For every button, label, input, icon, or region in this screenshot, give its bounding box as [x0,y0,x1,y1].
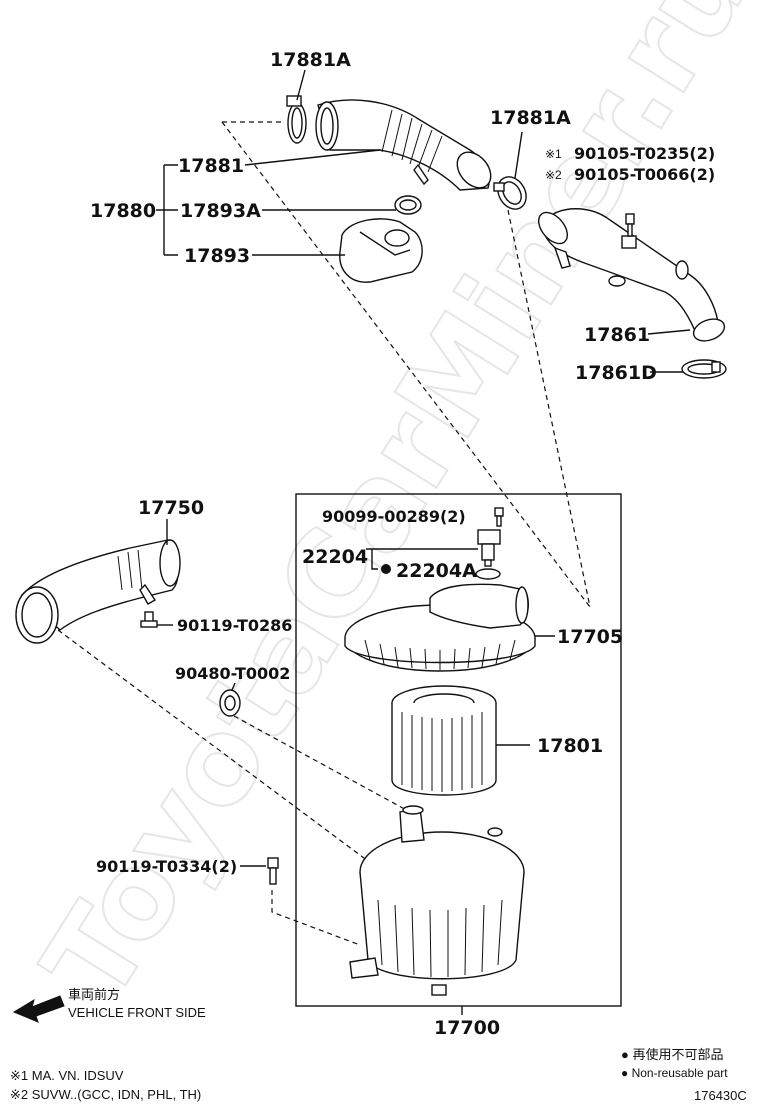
label-90119-T0334: 90119-T0334(2) [96,857,237,876]
label-17881A-top: 17881A [270,49,351,71]
inlet-17750 [15,539,181,644]
bolt-90105 [625,213,635,237]
label-17881: 17881 [178,155,244,177]
diagram-code: 176430C [694,1088,747,1103]
resonator-17893 [339,218,423,283]
bolt-90119-T0286 [140,611,158,628]
air-cleaner-frame [295,493,622,1007]
footnote-2: ※2 SUVW..(GCC, IDN, PHL, TH) [10,1087,201,1102]
label-17705: 17705 [557,626,623,648]
label-17881A-right: 17881A [490,107,571,129]
label-17801: 17801 [537,735,603,757]
hose-to-case-dashed-left [221,121,591,608]
label-90105-T0066: 90105-T0066(2) [574,165,715,184]
legend-nonreusable-en: ● Non-reusable part [621,1066,728,1080]
bracket-22204 [366,548,478,570]
label-90099-00289: 90099-00289(2) [322,507,466,526]
label-90119-T0286: 90119-T0286 [177,616,292,635]
label-17893: 17893 [184,245,250,267]
label-17861D: 17861D [575,362,657,384]
label-90105-T0235: 90105-T0235(2) [574,144,715,163]
inlet-to-case-dashed-2 [233,715,411,813]
label-17861: 17861 [584,324,650,346]
grommet-90480-T0002 [219,689,241,717]
oring-22204A [475,568,501,580]
label-22204A: 22204A [396,560,477,582]
label-17880: 17880 [90,200,156,222]
footnote-1: ※1 MA. VN. IDSUV [10,1068,124,1083]
front-arrow-icon [12,995,65,1023]
leader-17881A-top [296,69,306,101]
note2-mark: ※2 [545,168,562,182]
label-17750: 17750 [138,497,204,519]
hose-to-case-dashed-right [507,209,591,608]
clamp-17881A-top [286,95,307,144]
front-side-en: VEHICLE FRONT SIDE [68,1005,206,1020]
cap-17705 [344,583,536,672]
label-17700: 17700 [434,1017,500,1039]
inlet-to-case-dashed-1 [57,629,381,871]
screw-90099-00289 [494,507,504,527]
bolt-90119-T0334 [267,857,279,885]
pipe-17861 [537,208,726,342]
front-side-jp: 車両前方 [68,987,120,1002]
bracket-17880 [156,164,178,256]
clamp-17861D [681,359,727,379]
sensor-22204 [477,529,501,567]
note1-mark: ※1 [545,147,562,161]
legend-nonreusable-jp: ● 再使用不可部品 [621,1047,723,1062]
hose-17881 [315,99,492,191]
case-17700 [349,805,525,996]
bolt-to-case-dashed [271,890,361,946]
leader-90480 [231,682,236,691]
label-22204: 22204 [302,546,368,568]
clamp-17881A-right [493,176,527,210]
leader-17861 [647,329,691,335]
label-17893A: 17893A [180,200,261,222]
filter-17801 [391,685,497,796]
label-90480-T0002: 90480-T0002 [175,664,290,683]
leader-17881 [244,149,381,166]
clamp-17893A [394,195,422,215]
nonreusable-dot-22204A [381,564,391,574]
leader-17881A-right [514,131,523,179]
